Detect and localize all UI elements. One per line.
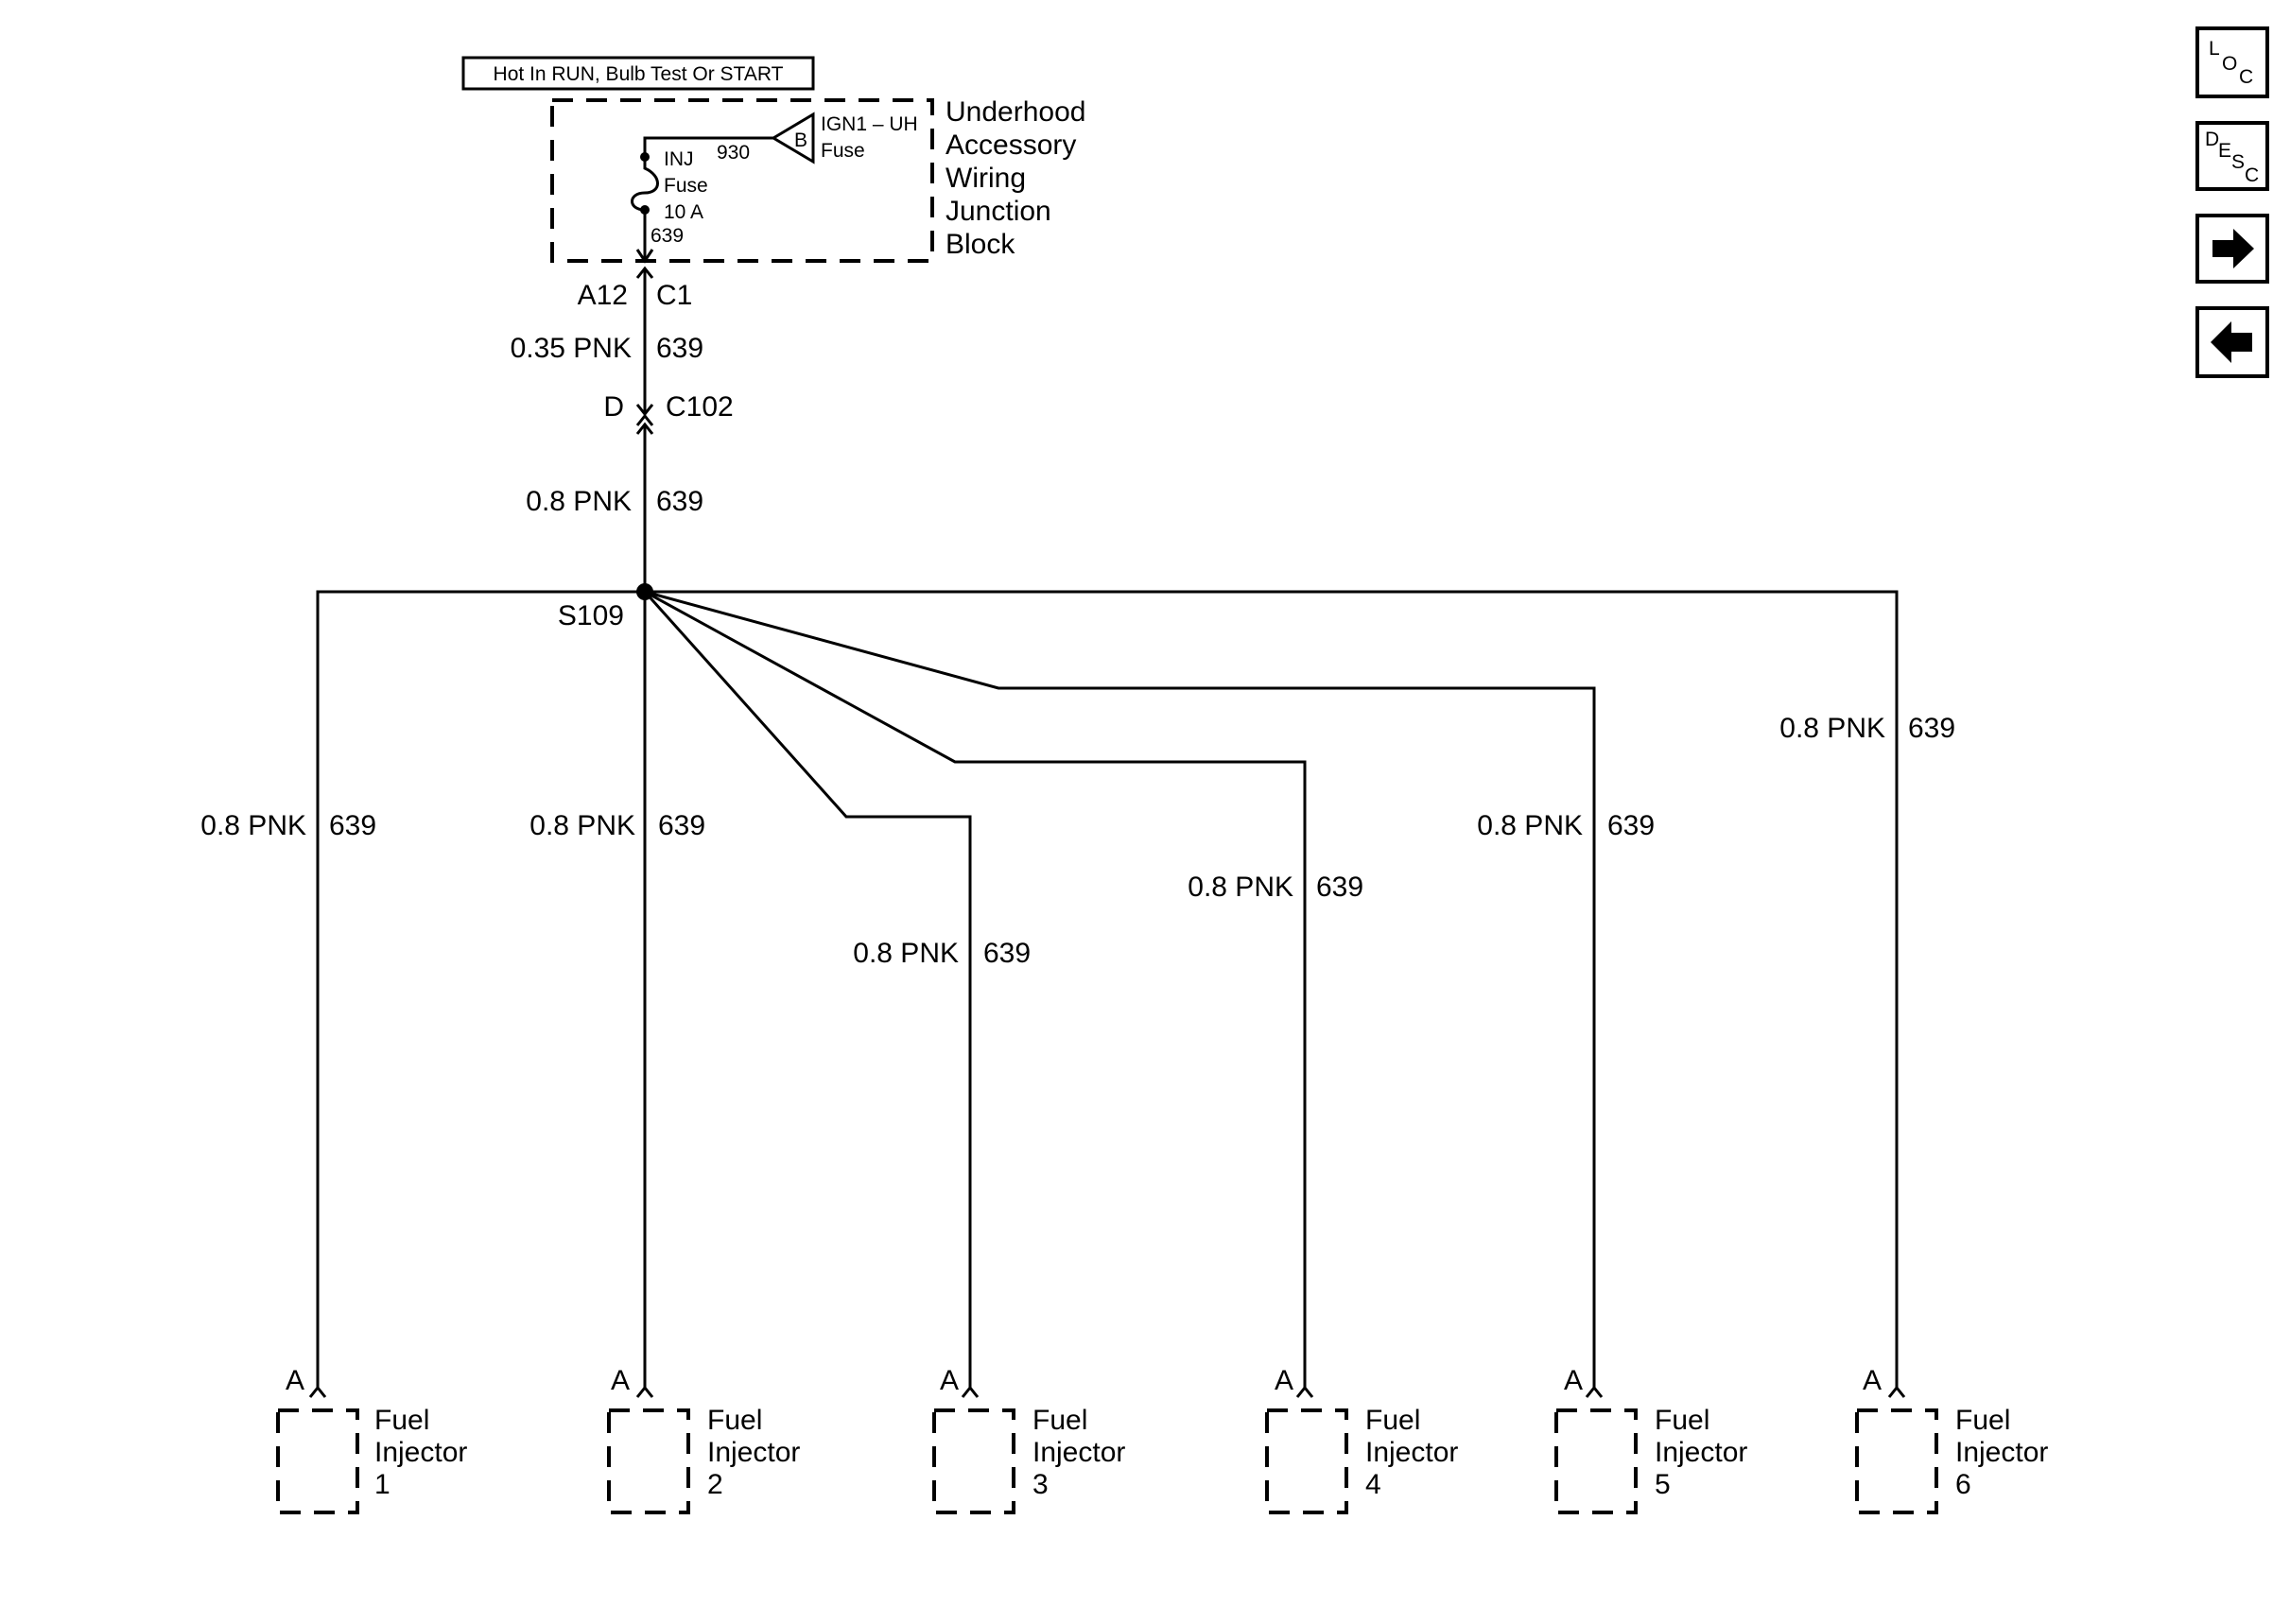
description-icon: D E S C: [2205, 129, 2259, 186]
fuel-injector-2: A Fuel Injector 2: [607, 1365, 800, 1514]
injector-1-number: 1: [374, 1469, 390, 1500]
junction-block-title-2: Accessory: [946, 130, 1076, 161]
wire-b-circuit: 639: [656, 486, 703, 517]
c1-name-label: C1: [656, 280, 692, 311]
junction-block-title-5: Block: [946, 229, 1015, 260]
splice-label: S109: [558, 600, 624, 631]
arrow-right-icon: [2212, 229, 2254, 268]
injector-6-label-1: Fuel: [1955, 1405, 2010, 1436]
branch-4-labels: 0.8 PNK 639: [1188, 872, 1363, 903]
injector-3-pin: A: [940, 1365, 959, 1396]
junction-block-title-3: Wiring: [946, 163, 1026, 194]
source-pin-label: B: [794, 130, 807, 151]
source-name-label: IGN1 – UH: [821, 113, 918, 135]
desc-letter-e: E: [2218, 140, 2231, 162]
description-button[interactable]: D E S C: [2195, 121, 2269, 191]
branch-3-labels: 0.8 PNK 639: [853, 938, 1031, 969]
injector-6-label-2: Injector: [1955, 1437, 2048, 1468]
branch-6-labels: 0.8 PNK 639: [1779, 713, 1955, 744]
injector-1-label-2: Injector: [374, 1437, 467, 1468]
location-icon: L O C: [2209, 38, 2253, 88]
arrow-left-icon: [2211, 321, 2252, 363]
injector-1-label-1: Fuel: [374, 1405, 429, 1436]
injector-4-pin: A: [1275, 1365, 1293, 1396]
branch-6-circuit: 639: [1908, 713, 1955, 744]
branch-6-size-color: 0.8 PNK: [1779, 713, 1885, 744]
injector-5-label-1: Fuel: [1655, 1405, 1709, 1436]
branch-4-circuit: 639: [1316, 872, 1363, 903]
connector-c1: A12 C1: [578, 249, 692, 311]
branch-2-circuit: 639: [658, 810, 705, 841]
fuse-name-label: INJ: [664, 148, 694, 170]
branch-3-size-color: 0.8 PNK: [853, 938, 959, 969]
source-circuit-label: 930: [717, 142, 750, 164]
wire-b-size-color: 0.8 PNK: [526, 486, 632, 517]
injector-4-label-1: Fuel: [1365, 1405, 1420, 1436]
fuel-injector-5: A Fuel Injector 5: [1554, 1365, 1747, 1514]
bus-source-icon: [771, 112, 815, 164]
injector-2-label-1: Fuel: [707, 1405, 762, 1436]
c102-pin-label: D: [603, 391, 624, 423]
wire-a-circuit: 639: [656, 333, 703, 364]
fuse-word-label: Fuse: [664, 175, 708, 197]
injector-6-pin: A: [1863, 1365, 1882, 1396]
branch-wires: [316, 590, 1899, 1388]
fuel-injector-6: A Fuel Injector 6: [1855, 1365, 2048, 1514]
injector-3-number: 3: [1032, 1469, 1049, 1500]
injector-2-label-2: Injector: [707, 1437, 800, 1468]
power-condition-box: Hot In RUN, Bulb Test Or START: [461, 56, 815, 91]
fuse-icon: [631, 157, 659, 212]
branch-2-labels: 0.8 PNK 639: [529, 810, 705, 841]
injector-2-number: 2: [707, 1469, 723, 1500]
injector-5-label-2: Injector: [1655, 1437, 1747, 1468]
fuel-injector-3: A Fuel Injector 3: [932, 1365, 1125, 1514]
injector-4-label-2: Injector: [1365, 1437, 1458, 1468]
fuel-injector-4: A Fuel Injector 4: [1265, 1365, 1458, 1514]
injector-5-number: 5: [1655, 1469, 1671, 1500]
junction-block: Underhood Accessory Wiring Junction Bloc…: [550, 96, 1085, 263]
desc-letter-c: C: [2245, 164, 2259, 186]
injector-5-pin: A: [1564, 1365, 1583, 1396]
location-button[interactable]: L O C: [2195, 26, 2269, 98]
c1-pin-label: A12: [578, 280, 628, 311]
loc-letter-c: C: [2239, 66, 2253, 88]
loc-letter-o: O: [2222, 53, 2237, 75]
injector-4-number: 4: [1365, 1469, 1381, 1500]
c102-name-label: C102: [666, 391, 734, 423]
branch-3-circuit: 639: [983, 938, 1031, 969]
next-button[interactable]: [2195, 214, 2269, 284]
junction-block-title-4: Junction: [946, 196, 1051, 227]
injector-1-pin: A: [286, 1365, 304, 1396]
desc-letter-s: S: [2231, 151, 2245, 173]
connector-c102: D C102: [603, 391, 734, 435]
branch-1-size-color: 0.8 PNK: [200, 810, 306, 841]
branch-1-labels: 0.8 PNK 639: [200, 810, 376, 841]
fuse-rating-label: 10 A: [664, 201, 703, 223]
injector-3-label-2: Injector: [1032, 1437, 1125, 1468]
branch-4-size-color: 0.8 PNK: [1188, 872, 1293, 903]
branch-5-circuit: 639: [1607, 810, 1655, 841]
injector-3-label-1: Fuel: [1032, 1405, 1087, 1436]
injector-2-pin: A: [611, 1365, 630, 1396]
branch-5-labels: 0.8 PNK 639: [1477, 810, 1655, 841]
branch-1-circuit: 639: [329, 810, 376, 841]
branch-2-size-color: 0.8 PNK: [529, 810, 635, 841]
source-fuse-label: Fuse: [821, 140, 865, 162]
fuse-circuit-label: 639: [651, 225, 684, 247]
wire-a-size-color: 0.35 PNK: [511, 333, 632, 364]
branch-5-size-color: 0.8 PNK: [1477, 810, 1583, 841]
junction-block-title-1: Underhood: [946, 96, 1085, 128]
fuel-injector-1: A Fuel Injector 1: [276, 1365, 467, 1514]
injector-6-number: 6: [1955, 1469, 1971, 1500]
desc-letter-d: D: [2205, 129, 2219, 150]
loc-letter-l: L: [2209, 38, 2220, 60]
power-condition-label: Hot In RUN, Bulb Test Or START: [494, 63, 784, 85]
previous-button[interactable]: [2195, 306, 2269, 378]
